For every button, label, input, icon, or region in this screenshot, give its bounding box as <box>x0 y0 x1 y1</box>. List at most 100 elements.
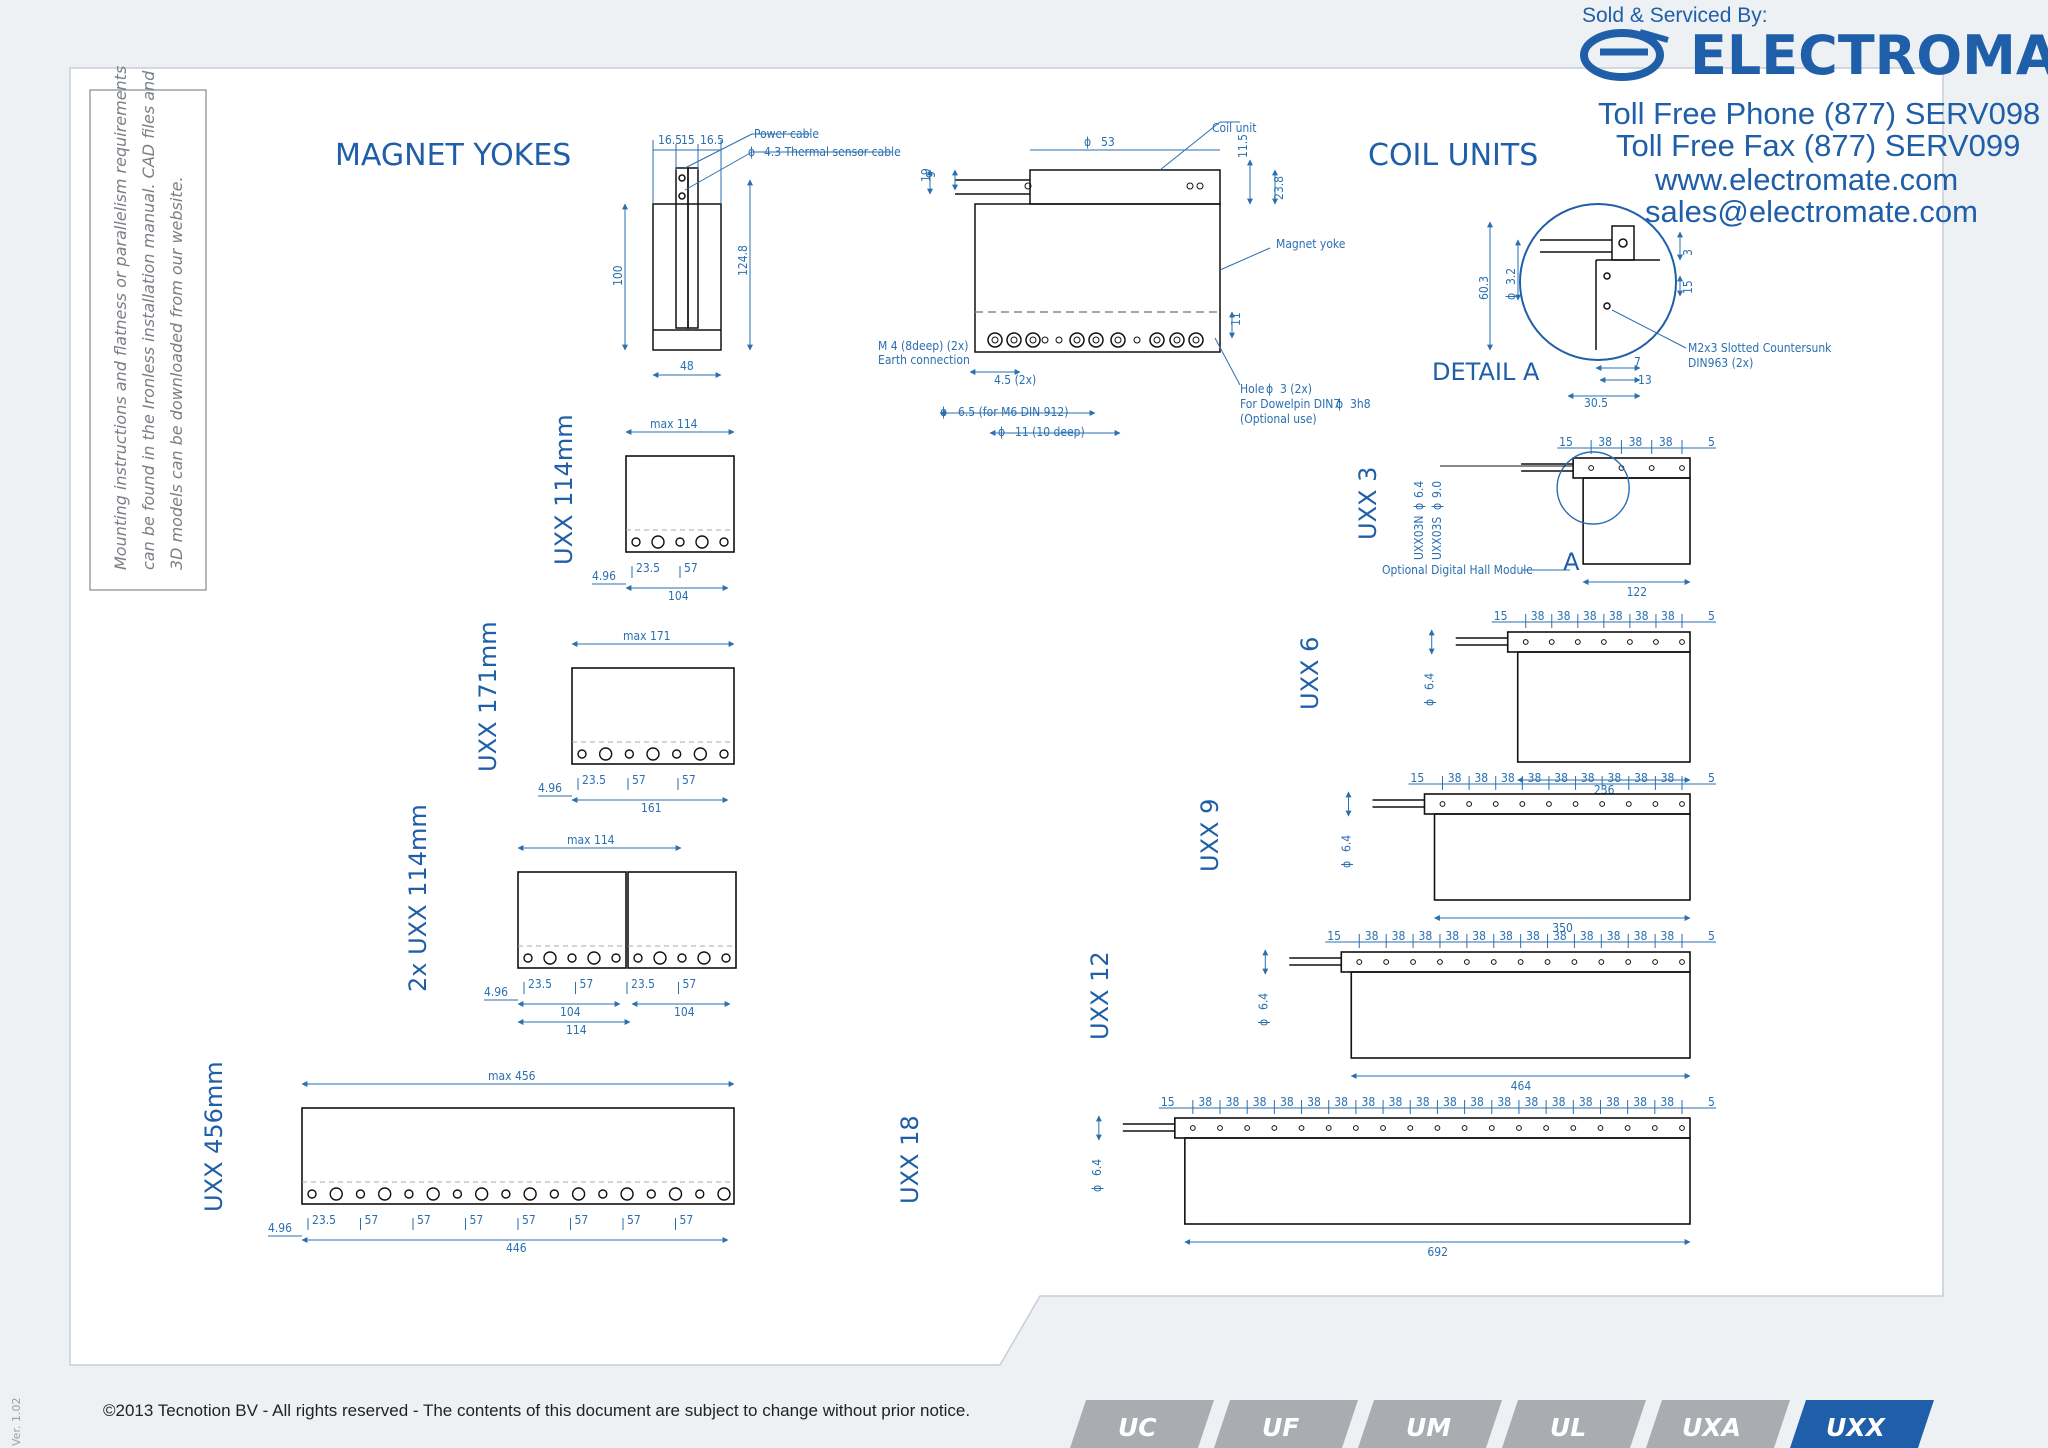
dim-11-5: 11.5 <box>1236 134 1250 158</box>
coil-hole <box>1380 1125 1386 1131</box>
website-link[interactable]: www.electromate.com <box>1654 162 1958 197</box>
coil-pitch-dim: 38 <box>1531 609 1545 623</box>
dim-3-2: 3.2 <box>1504 268 1518 285</box>
assembly-hole <box>1110 332 1126 348</box>
coil-hole <box>1356 959 1363 965</box>
coil-body <box>1184 1137 1691 1225</box>
yoke-max-dim: max 114 <box>650 417 698 431</box>
version-text: Ver. 1.02 <box>10 1398 23 1446</box>
coil-hole <box>1600 639 1607 645</box>
magnet-yoke-label: Magnet yoke <box>1276 237 1346 251</box>
coil-pitch-dim: 38 <box>1445 929 1459 943</box>
coil-body <box>1350 971 1691 1059</box>
coil-hole <box>1625 959 1632 965</box>
coil-pitch-dim: 38 <box>1365 929 1379 943</box>
coil-hole <box>1461 1125 1468 1131</box>
yoke-hole <box>620 1187 634 1201</box>
yoke-hole <box>452 1189 463 1199</box>
coil-length-dim: 464 <box>1511 1079 1532 1093</box>
phi-symbol: ϕ <box>748 145 755 159</box>
side-note: Mounting instructions and flatness or pa… <box>111 66 186 570</box>
coil-assembly-dims <box>927 121 1278 436</box>
coil-pitch-dim: 38 <box>1253 1095 1267 1109</box>
pitch-dim: 57 <box>580 977 594 991</box>
coil-pitch-last: 5 <box>1708 1095 1715 1109</box>
screw-label-2: DIN963 (2x) <box>1688 356 1753 370</box>
yoke-hole <box>474 1187 489 1201</box>
phi-6-5-symbol: ϕ <box>940 405 947 419</box>
yoke-hole <box>697 951 711 965</box>
hall-module-label: Optional Digital Hall Module <box>1382 563 1533 577</box>
coil-pitch-dim: 38 <box>1448 771 1462 785</box>
yoke-body <box>627 871 737 969</box>
copyright-text: ©2013 Tecnotion BV - All rights reserved… <box>103 1401 970 1420</box>
pitch-dim: 57 <box>682 773 696 787</box>
coil-hole <box>1627 639 1633 645</box>
coil-hole <box>1463 959 1470 965</box>
yoke-hole <box>611 953 621 963</box>
coil-pitch-last: 5 <box>1708 609 1715 623</box>
coil-hole <box>1652 959 1659 965</box>
phi-11-symbol: ϕ <box>998 425 1005 439</box>
pitch-dim: 57 <box>470 1213 484 1227</box>
yoke-hole <box>587 951 601 965</box>
dim-phi-53: 53 <box>1101 135 1115 149</box>
coil-hole <box>1599 801 1606 807</box>
yoke-hole <box>426 1187 440 1201</box>
yoke-hole <box>693 747 708 761</box>
coil-pitch-dim: 38 <box>1629 435 1643 449</box>
tab-background <box>1646 1400 1790 1448</box>
tab-background <box>1070 1400 1214 1448</box>
coil-yoke-assembly <box>955 169 1221 353</box>
coil-pitch-dim: 38 <box>1419 929 1433 943</box>
coil-body <box>1433 813 1691 901</box>
yoke-hole <box>675 537 685 547</box>
coil-pitch-dim: 38 <box>1554 771 1568 785</box>
coil-hole <box>1271 1125 1278 1131</box>
dim-16-5-left: 16.5 <box>658 133 682 147</box>
coil-pitch-first: 15 <box>1411 771 1425 785</box>
m4-label: M 4 (8deep) (2x) <box>878 339 968 353</box>
tab-uxa[interactable]: UXA <box>1646 1400 1790 1448</box>
pitch-dim: 57 <box>684 561 698 575</box>
assembly-hole-inner <box>1153 336 1161 344</box>
pitch-dim: 23.5 <box>312 1213 336 1227</box>
tab-uf[interactable]: UF <box>1214 1400 1358 1448</box>
coil-assembly-holes <box>987 182 1204 348</box>
phi-53-symbol: ϕ <box>1084 135 1091 149</box>
assembly-hole <box>987 332 1003 348</box>
coil-hole <box>1572 801 1579 807</box>
coil-pitch-dim: 38 <box>1635 609 1649 623</box>
coil-pitch-dim: 38 <box>1198 1095 1212 1109</box>
dim-16-5-right: 16.5 <box>700 133 724 147</box>
coil-label: UXX 3 <box>1354 467 1382 540</box>
coil-hole <box>1410 959 1416 965</box>
dim-124-8: 124.8 <box>736 245 750 276</box>
yoke-offset-dim: 4.96 <box>484 985 508 999</box>
tab-uc[interactable]: UC <box>1070 1400 1214 1448</box>
yoke-hole <box>543 951 557 965</box>
pitch-dim: 23.5 <box>528 977 552 991</box>
tab-ul[interactable]: UL <box>1502 1400 1646 1448</box>
coil-pitch-dim: 38 <box>1580 929 1594 943</box>
thermal-cable-label: 4.3 Thermal sensor cable <box>764 145 901 159</box>
yoke-label: 2x UXX 114mm <box>404 804 432 992</box>
assembly-hole-inner <box>1010 336 1018 344</box>
coil-hole <box>1298 1125 1305 1131</box>
coil-pitch-dim: 38 <box>1472 929 1486 943</box>
dim-15-detail: 15 <box>1681 280 1695 294</box>
coil-hole <box>1574 639 1581 645</box>
coil-pitch-dim: 38 <box>1474 771 1488 785</box>
email-link[interactable]: sales@electromate.com <box>1645 194 1978 229</box>
yoke-hole <box>378 1187 392 1201</box>
dim-100: 100 <box>611 265 625 286</box>
coil-length-dim: 236 <box>1594 783 1615 797</box>
coil-hole <box>1652 801 1659 807</box>
tab-um[interactable]: UM <box>1358 1400 1502 1448</box>
coil-pitch-first: 15 <box>1494 609 1508 623</box>
pitch-dim: 57 <box>575 1213 589 1227</box>
tab-uxx[interactable]: UXX <box>1790 1400 1934 1448</box>
